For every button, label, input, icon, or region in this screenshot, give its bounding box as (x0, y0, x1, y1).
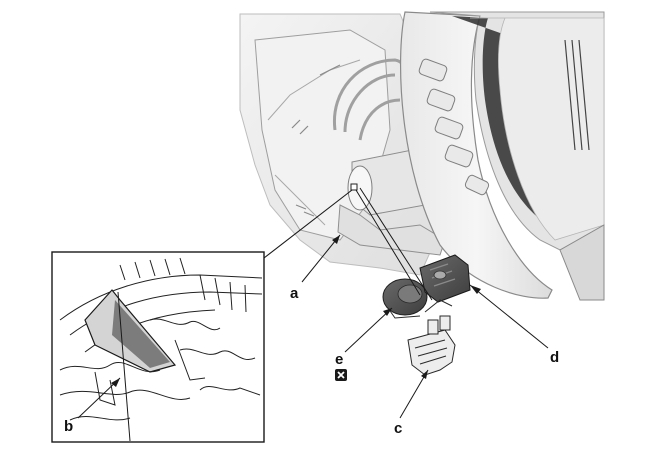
boxed-x-icon (335, 369, 347, 381)
inset-lower-details (59, 318, 261, 421)
leader-line-a (301, 234, 341, 283)
headlight-lens (400, 11, 605, 301)
housing-ribs (291, 64, 341, 217)
socket-small-marker (350, 183, 358, 191)
inset-pointer-line (117, 291, 131, 442)
inset-grille (119, 257, 186, 281)
label-e: e (335, 351, 343, 368)
socket-seal-e (382, 278, 428, 319)
lens-lower-bracket (559, 224, 605, 301)
label-a: a (290, 285, 299, 302)
leader-line-d (469, 284, 549, 349)
lens-outer-rim (400, 11, 553, 299)
detail-inset (51, 251, 265, 443)
leader-line-b (77, 377, 121, 419)
bulb-holder-d (419, 254, 471, 303)
leader-line-c (399, 369, 429, 419)
detail-callout-line (263, 189, 353, 259)
label-d: d (550, 349, 559, 366)
headlight-housing (239, 13, 446, 276)
lens-slots (564, 39, 590, 151)
lens-face-panel (470, 17, 605, 241)
bulb-insert-guide-line (355, 187, 433, 301)
bulb-socket-assembly (382, 254, 471, 376)
connector-clip-c (407, 299, 456, 376)
leader-arrowheads (111, 235, 481, 387)
label-b: b (64, 418, 73, 435)
label-c: c (394, 420, 402, 437)
inset-right-ribs (199, 274, 247, 313)
leader-line-e (344, 307, 393, 353)
inset-socket-key-shade (112, 300, 170, 368)
leader-lines (301, 234, 549, 419)
lens-clip-tabs (418, 58, 490, 196)
